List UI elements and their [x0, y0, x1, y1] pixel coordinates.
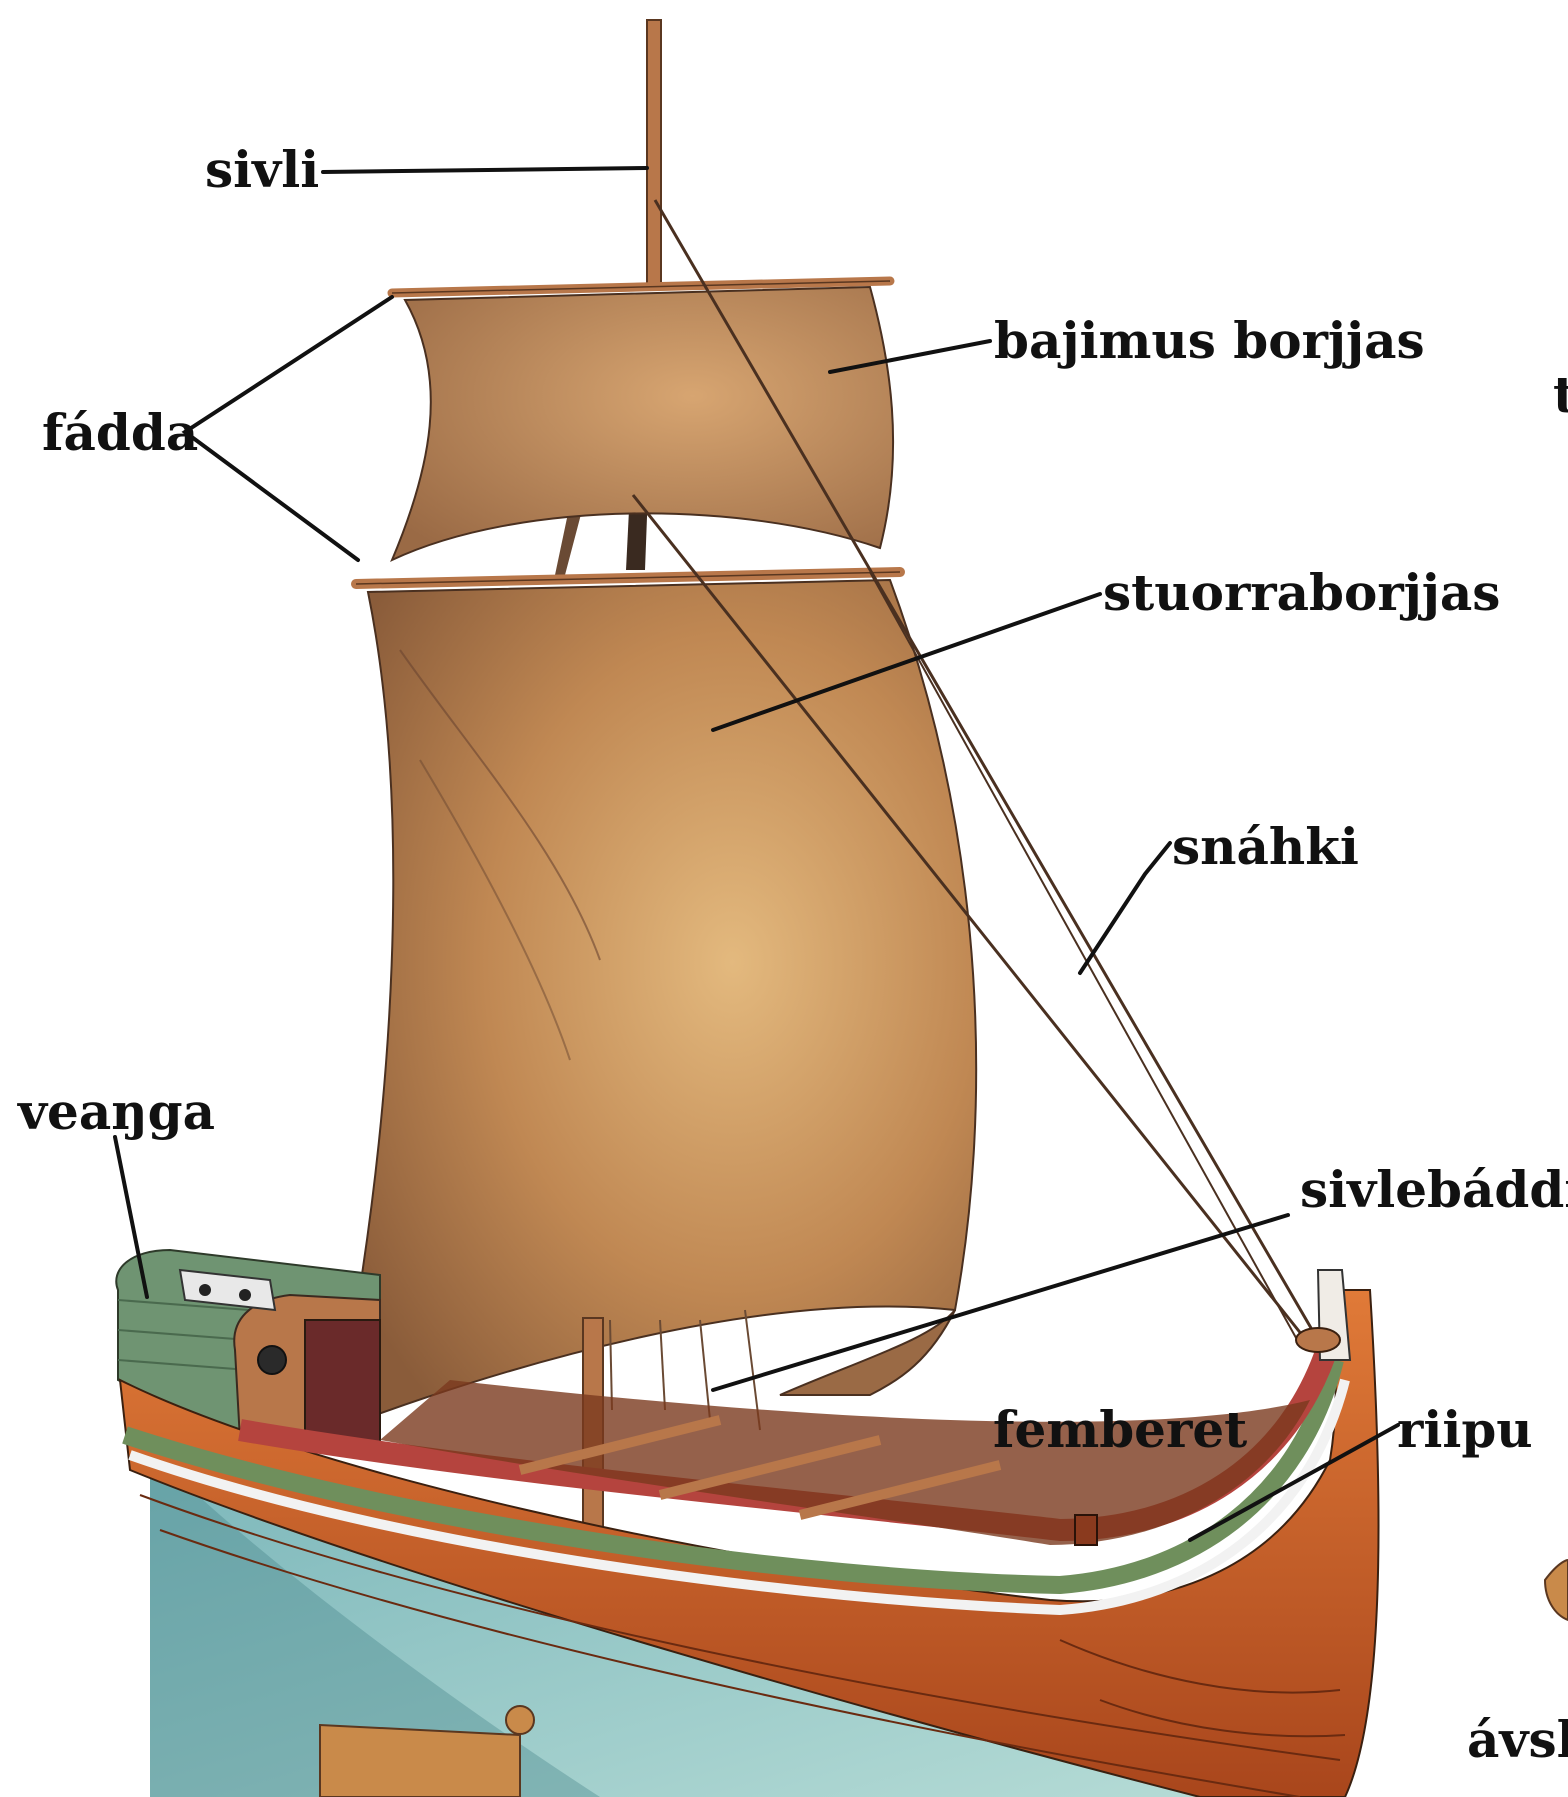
- label-fadda: fádda: [42, 408, 198, 458]
- label-riipu: riipu: [1397, 1405, 1533, 1455]
- label-cut-right-upper: t: [1553, 370, 1568, 420]
- label-stuorraborjjas: stuorraborjjas: [1103, 568, 1500, 618]
- label-sivli: sivli: [205, 145, 319, 195]
- label-veanga: veaŋga: [18, 1087, 215, 1137]
- label-bajimus-borjjas: bajimus borjjas: [994, 316, 1425, 366]
- leader-fadda: [185, 297, 392, 560]
- label-snahki: snáhki: [1172, 822, 1359, 872]
- leader-sivli: [323, 168, 647, 172]
- label-femberet: femberet: [993, 1405, 1247, 1455]
- label-sivlebaddi: sivlebáddi: [1300, 1165, 1568, 1215]
- main-sail: [335, 580, 976, 1430]
- label-cut-right-lower: ávsk: [1467, 1715, 1568, 1765]
- mast-icon: [647, 20, 661, 285]
- leader-snahki: [1080, 843, 1170, 973]
